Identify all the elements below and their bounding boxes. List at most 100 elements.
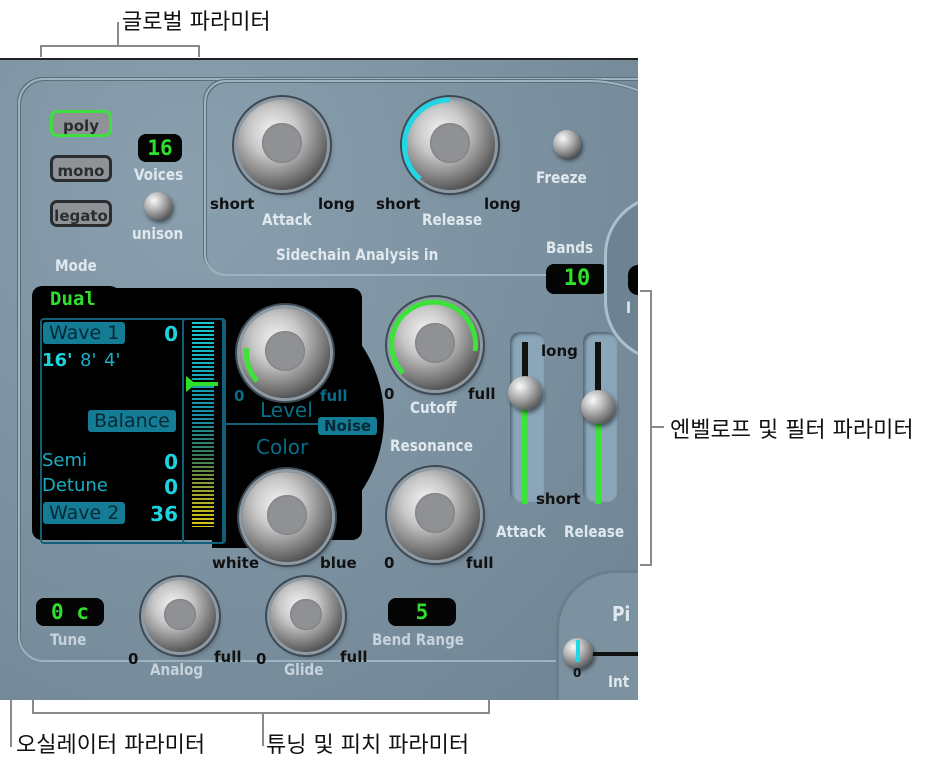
color-max: blue	[320, 554, 357, 572]
cutoff-arc-indicator	[389, 299, 479, 375]
cutoff-label: Cutoff	[410, 398, 457, 417]
bands-display[interactable]: 10	[546, 264, 608, 294]
mode-poly-button[interactable]: poly	[50, 110, 112, 137]
partial-right-knob[interactable]	[628, 265, 638, 295]
color-min: white	[212, 554, 260, 572]
color-label: Color	[256, 435, 309, 459]
balance-pointer-icon[interactable]	[186, 374, 220, 394]
noise-button[interactable]: Noise	[318, 417, 378, 435]
unison-button[interactable]	[144, 192, 172, 220]
glide-max: full	[340, 648, 368, 666]
int-label: Int	[608, 672, 630, 691]
synth-panel: poly mono legato Mode 16 Voices unison s…	[0, 58, 638, 700]
glide-knob[interactable]	[270, 580, 342, 652]
level-label: Level	[260, 398, 313, 422]
wave2-button[interactable]: Wave 2	[43, 502, 126, 524]
sidechain-release-max: long	[484, 195, 521, 213]
tune-display[interactable]: 0 c	[36, 598, 104, 626]
pitch-section-frame	[556, 570, 638, 700]
mode-mono-button[interactable]: mono	[50, 155, 112, 182]
osc-inner-frame	[40, 318, 224, 544]
detune-value[interactable]: 0	[164, 475, 178, 499]
env-attack-label: Attack	[496, 522, 546, 541]
bracket-envelope-filter	[640, 290, 652, 566]
env-release-groove	[595, 342, 601, 407]
voices-label: Voices	[134, 165, 184, 184]
octave-16[interactable]: 16'	[42, 350, 73, 371]
analog-knob[interactable]	[144, 580, 216, 652]
mode-legato-button[interactable]: legato	[50, 200, 112, 227]
level-min: 0	[234, 387, 245, 405]
sidechain-release-min: short	[376, 195, 421, 213]
bracket-tuning-stem	[262, 712, 264, 746]
bracket-envelope-stem	[652, 426, 664, 428]
sidechain-attack-max: long	[318, 195, 355, 213]
glide-min: 0	[256, 650, 267, 668]
cutoff-min: 0	[384, 385, 395, 403]
env-release-slider[interactable]	[581, 390, 615, 424]
wave1-button[interactable]: Wave 1	[43, 322, 126, 344]
callout-oscillator-parameters: 오실레이터 파라미터	[16, 733, 206, 758]
octave-4[interactable]: 4'	[104, 350, 121, 371]
int-slider-track	[590, 652, 638, 656]
semi-value[interactable]: 0	[164, 450, 178, 474]
pitch-partial-label: Pi	[612, 602, 631, 626]
int-slider-indicator	[576, 640, 580, 662]
callout-global-parameters: 글로벌 파라미터	[122, 10, 271, 35]
dual-tab-label: Dual	[50, 288, 96, 310]
mode-label: Mode	[55, 256, 97, 275]
freeze-button[interactable]	[553, 130, 581, 158]
release-arc-indicator	[401, 97, 451, 181]
partial-right-label: I	[626, 298, 632, 317]
sidechain-attack-knob[interactable]	[237, 100, 327, 190]
sidechain-release-knob[interactable]	[405, 100, 495, 190]
sidechain-release-label: Release	[422, 210, 483, 229]
osc-divider	[222, 423, 372, 425]
sidechain-attack-label: Attack	[262, 210, 312, 229]
voices-display[interactable]: 16	[138, 134, 182, 162]
balance-meter[interactable]	[192, 322, 214, 527]
sidechain-section-label: Sidechain Analysis in	[276, 245, 439, 264]
env-long-label: long	[541, 342, 578, 360]
env-release-fill	[595, 407, 601, 504]
glide-label: Glide	[284, 660, 324, 679]
analog-max: full	[214, 648, 242, 666]
bend-range-label: Bend Range	[372, 630, 465, 649]
octave-8[interactable]: 8'	[80, 350, 97, 371]
wave2-value[interactable]: 36	[150, 502, 178, 526]
resonance-label: Resonance	[390, 436, 473, 455]
bracket-tuning	[32, 700, 490, 714]
noise-level-knob[interactable]	[240, 308, 330, 398]
level-max: full	[320, 387, 348, 405]
sidechain-attack-min: short	[210, 195, 255, 213]
bracket-global-stem	[117, 22, 119, 46]
level-arc-indicator	[244, 347, 259, 383]
unison-label: unison	[132, 224, 184, 243]
sidechain-frame	[204, 80, 638, 276]
callout-envelope-filter-parameters: 엔벨로프 및 필터 파라미터	[670, 418, 914, 443]
dual-tab[interactable]	[32, 286, 120, 316]
cutoff-max: full	[468, 385, 496, 403]
resonance-max: full	[466, 554, 494, 572]
balance-button[interactable]: Balance	[88, 410, 176, 432]
main-frame	[18, 78, 638, 662]
int-min-label: 0	[573, 666, 582, 680]
env-short-label: short	[536, 490, 581, 508]
bracket-global	[40, 45, 200, 57]
wave1-value[interactable]: 0	[164, 322, 178, 346]
detune-label: Detune	[42, 475, 108, 496]
env-release-label: Release	[564, 522, 625, 541]
noise-color-knob[interactable]	[242, 472, 332, 562]
bands-label: Bands	[546, 238, 594, 257]
resonance-knob[interactable]	[390, 470, 480, 560]
meter-frame	[182, 318, 226, 544]
env-attack-groove	[522, 342, 528, 392]
env-attack-fill	[522, 392, 528, 504]
semi-label: Semi	[42, 450, 88, 471]
analog-label: Analog	[150, 660, 204, 679]
bend-range-display[interactable]: 5	[388, 598, 456, 626]
tune-label: Tune	[50, 630, 87, 649]
env-attack-slider[interactable]	[508, 376, 542, 410]
analog-min: 0	[128, 650, 139, 668]
resonance-min: 0	[384, 554, 395, 572]
